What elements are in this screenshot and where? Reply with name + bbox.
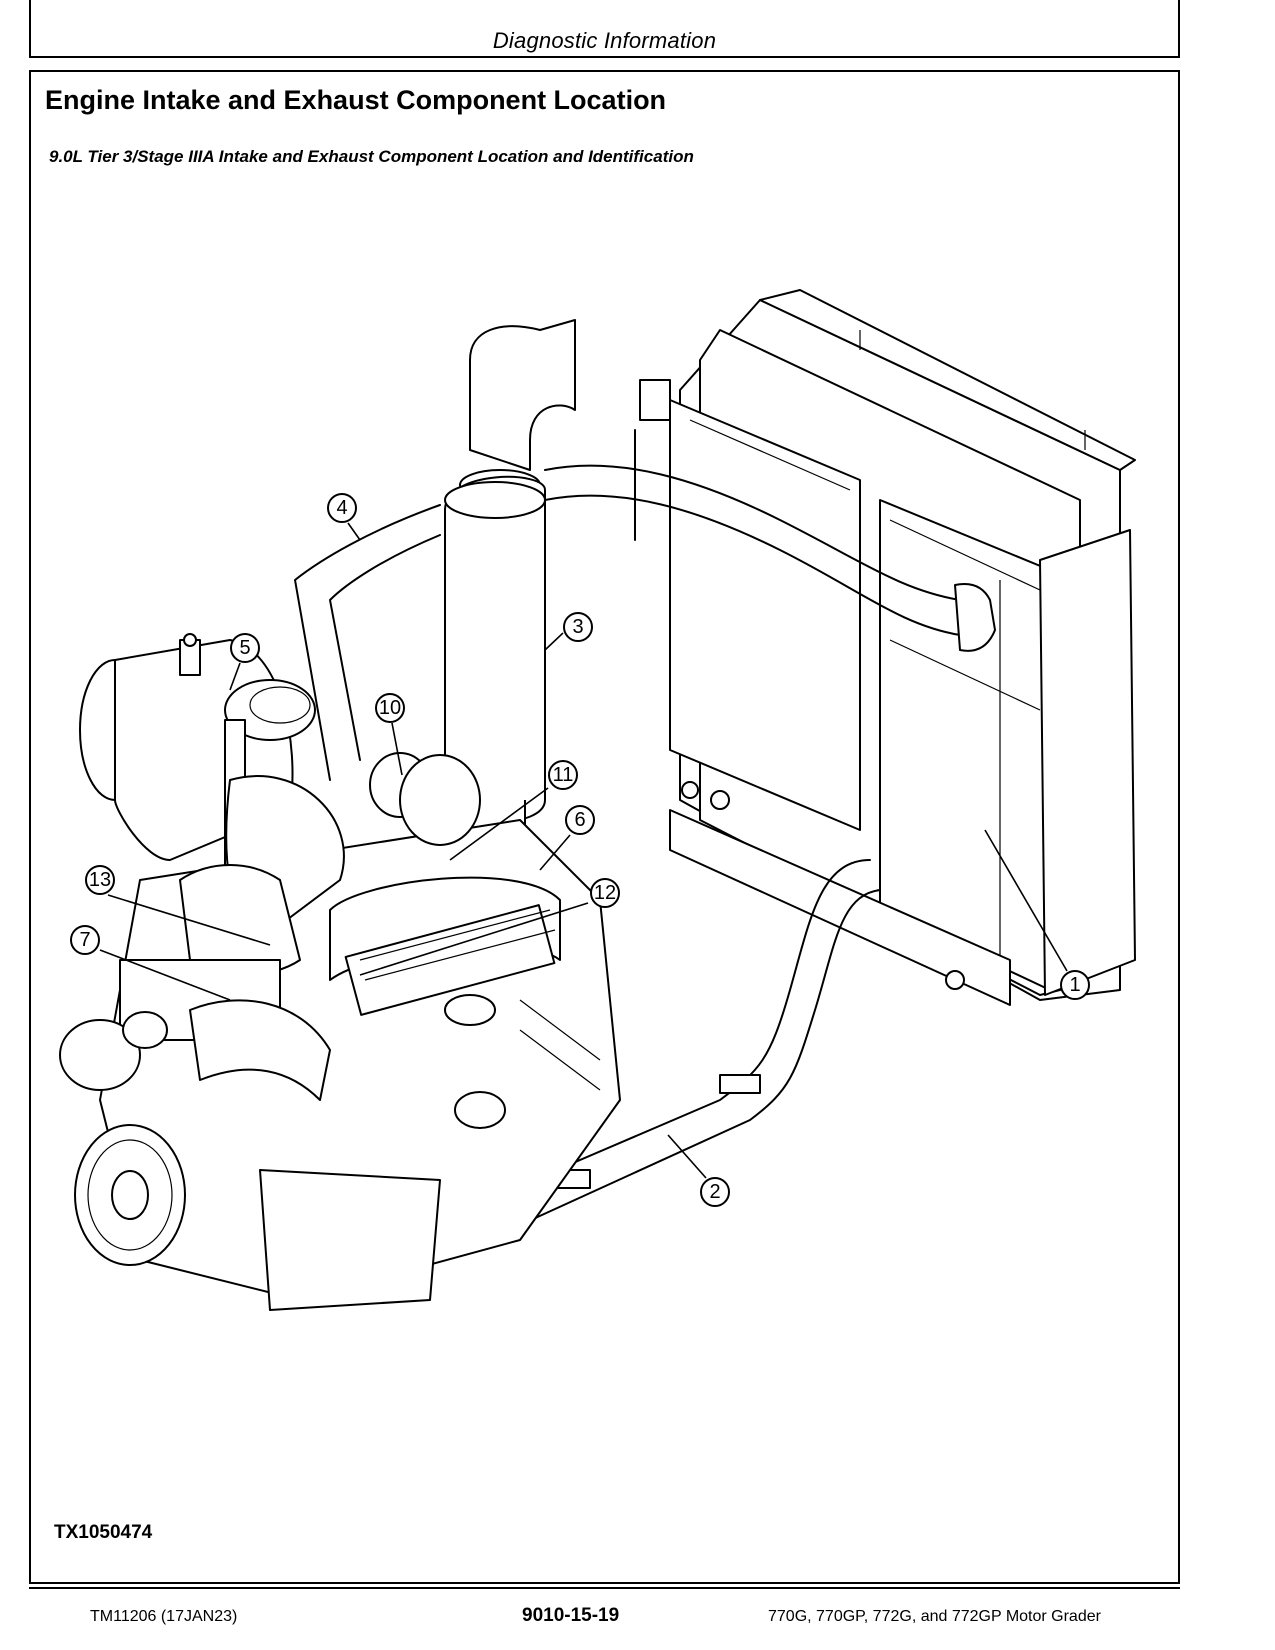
callout-10: 10: [375, 693, 405, 723]
callout-3-label: 3: [572, 616, 583, 638]
callout-1-label: 1: [1069, 974, 1080, 996]
callout-10-label: 10: [379, 697, 401, 719]
callout-13: 13: [85, 865, 115, 895]
footer-model-list: 770G, 770GP, 772G, and 772GP Motor Grade…: [768, 1608, 1101, 1625]
callout-11-label: 11: [553, 764, 574, 786]
engine-block: [59, 752, 621, 1311]
callout-7: 7: [70, 925, 100, 955]
callout-3: 3: [563, 612, 593, 642]
callout-2: 2: [700, 1177, 730, 1207]
footer-page-number: 9010-15-19: [522, 1605, 620, 1626]
figure-subtitle: 9.0L Tier 3/Stage IIIA Intake and Exhaus…: [49, 147, 694, 166]
callout-7-label: 7: [79, 929, 90, 951]
air-intake-tube: [294, 504, 441, 781]
callout-13-label: 13: [89, 869, 111, 891]
crankshaft-damper: [74, 1124, 186, 1266]
header-band: Diagnostic Information: [29, 0, 1180, 58]
callout-11: 11: [548, 760, 578, 790]
header-title: Diagnostic Information: [492, 28, 717, 53]
radiator-assembly: [639, 289, 1136, 1006]
charge-air-pipe-upper: [544, 429, 996, 652]
callout-1: 1: [1060, 970, 1090, 1000]
callout-12-label: 12: [594, 882, 616, 904]
section-title: Engine Intake and Exhaust Component Loca…: [45, 85, 667, 115]
callout-4: 4: [327, 493, 357, 523]
callout-4-label: 4: [336, 497, 347, 519]
content-box: Engine Intake and Exhaust Component Loca…: [29, 70, 1180, 1584]
callout-12: 12: [590, 878, 620, 908]
footer-rule: [29, 1587, 1180, 1589]
callout-5: 5: [230, 633, 260, 663]
figure-id: TX1050474: [54, 1522, 153, 1543]
callout-leaders: [99, 522, 1068, 1179]
callout-5-label: 5: [239, 637, 250, 659]
callout-6: 6: [565, 805, 595, 835]
footer-manual-id: TM11206 (17JAN23): [90, 1608, 238, 1625]
callout-2-label: 2: [709, 1181, 720, 1203]
callout-6-label: 6: [574, 809, 585, 831]
